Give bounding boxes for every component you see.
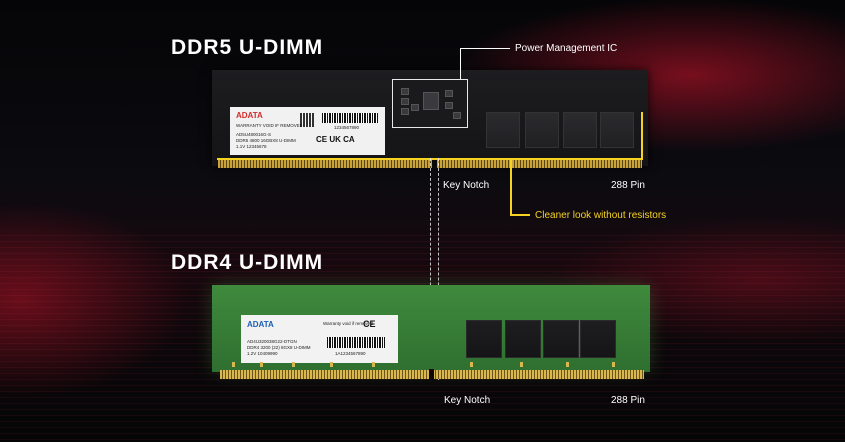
ddr4-barcode: [327, 337, 385, 348]
ddr4-resistor: [232, 362, 235, 367]
ddr5-spec-line: DDR5 4800 16GBX8 U-DIMM: [236, 138, 296, 143]
cleaner-leader-vertical: [510, 160, 512, 215]
ddr4-product-label: ADATA Warranty void if removed CE AD4U32…: [241, 315, 398, 363]
ddr5-memory-chip: [563, 112, 597, 148]
ddr4-part-number: AD4U320038G22-DTGN: [247, 339, 297, 344]
ddr4-resistor: [470, 362, 473, 367]
cleaner-leader-horizontal: [510, 214, 530, 216]
ddr5-barcode: [322, 113, 378, 123]
notch-guide-right: [438, 158, 439, 380]
ddr4-warranty-text: Warranty void if removed: [323, 321, 373, 326]
ddr4-brand-logo: ADATA: [247, 320, 274, 329]
ddr5-cert-marks: CE UK CA: [316, 135, 355, 144]
ddr5-memory-chip: [486, 112, 520, 148]
ddr5-memory-chip: [525, 112, 559, 148]
ddr5-pin-count-callout: 288 Pin: [611, 180, 645, 191]
ddr4-resistor: [292, 362, 295, 367]
pmic-callout: Power Management IC: [515, 43, 618, 54]
ddr4-resistor: [260, 362, 263, 367]
ddr5-brand-logo: ADATA: [236, 111, 263, 120]
ddr5-memory-chip: [600, 112, 634, 148]
ddr5-warranty-text: WARRANTY VOID IF REMOVED: [236, 123, 304, 128]
ddr4-memory-chip: [580, 320, 616, 358]
cleaner-look-callout: Cleaner look without resistors: [535, 210, 667, 221]
ddr4-voltage-serial: 1.2V 10409990: [247, 351, 278, 356]
ddr4-memory-chip: [466, 320, 502, 358]
ddr4-resistor: [520, 362, 523, 367]
ddr5-title: DDR5 U-DIMM: [171, 36, 324, 59]
ddr4-memory-chip: [505, 320, 541, 358]
notch-guide-left: [430, 158, 431, 380]
ddr5-key-notch: [432, 160, 437, 169]
ddr5-pmic-highlight: [392, 79, 468, 128]
ddr4-resistor: [330, 362, 333, 367]
ddr4-spec-line: DDR4 3200 (22) 8GX8 U-DIMM: [247, 345, 311, 350]
ddr4-memory-chip: [543, 320, 579, 358]
ddr4-pin-count-callout: 288 Pin: [611, 395, 645, 406]
ddr4-cert-marks: CE: [363, 319, 376, 329]
ddr5-qr-code: [300, 113, 314, 127]
ddr4-title: DDR4 U-DIMM: [171, 251, 324, 274]
ddr4-key-notch-callout: Key Notch: [444, 395, 491, 406]
ddr4-resistor: [612, 362, 615, 367]
pmic-leader-vertical: [460, 48, 461, 79]
ddr5-key-notch-callout: Key Notch: [443, 180, 490, 191]
ddr5-voltage-serial: 1.1V 12345678: [236, 144, 267, 149]
ddr5-barcode-number: 1234567890: [334, 125, 360, 130]
ddr4-resistor: [566, 362, 569, 367]
ddr4-barcode-number: 1A1234567890: [335, 351, 366, 356]
ddr5-product-label: ADATA WARRANTY VOID IF REMOVED AD5U48001…: [230, 107, 385, 155]
ddr5-part-number: AD5U480016G-S: [236, 132, 272, 137]
pmic-leader-horizontal: [460, 48, 510, 49]
ddr5-edge-highlight: [641, 112, 643, 160]
ddr4-resistor: [372, 362, 375, 367]
ddr4-key-notch: [429, 369, 434, 380]
